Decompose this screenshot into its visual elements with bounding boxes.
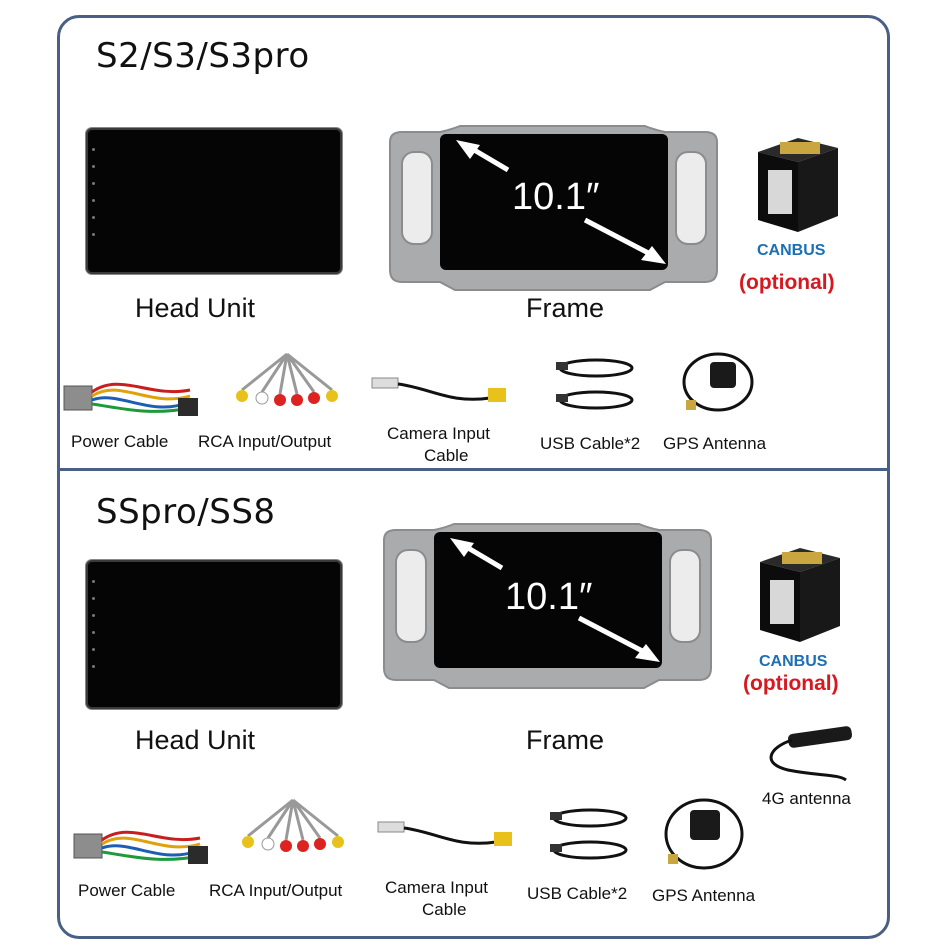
camera-cable-image [371, 377, 506, 402]
4g-antenna-image [769, 726, 853, 782]
rca-cable-image [242, 798, 344, 852]
usb-cable-label: USB Cable*2 [540, 434, 641, 453]
usb-cable-image [550, 808, 628, 860]
usb-cable-image [556, 358, 634, 410]
frame-label: Frame [526, 293, 605, 323]
gps-antenna-image [682, 352, 754, 412]
head-unit-label: Head Unit [135, 725, 256, 755]
screen-size-label: 10.1″ [512, 176, 600, 218]
canbus-label: CANBUS [759, 653, 828, 670]
rca-label: RCA Input/Output [209, 881, 343, 900]
gps-antenna-label: GPS Antenna [663, 434, 767, 453]
gps-antenna-image [664, 798, 744, 870]
frame-label: Frame [526, 725, 605, 755]
head-unit-label: Head Unit [135, 293, 256, 323]
camera-cable-label-line1: Camera Input [387, 424, 490, 443]
camera-cable-label-line2: Cable [424, 446, 469, 465]
power-cable-image [63, 382, 198, 416]
package-title: S2/S3/S3pro [96, 36, 310, 76]
package-title: SSpro/SS8 [96, 492, 276, 532]
rca-label: RCA Input/Output [198, 432, 332, 451]
power-cable-label: Power Cable [78, 881, 176, 900]
rca-cable-image [236, 352, 338, 406]
power-cable-label: Power Cable [71, 432, 169, 451]
power-cable-image [73, 830, 208, 864]
section-divider [57, 468, 890, 471]
canbus-label: CANBUS [757, 242, 826, 259]
camera-cable-label-line1: Camera Input [385, 878, 488, 897]
optional-label: (optional) [743, 672, 839, 695]
canbus-box-image [760, 548, 840, 642]
canbus-box-image [758, 138, 838, 232]
optional-label: (optional) [739, 271, 835, 294]
head-unit-image [86, 560, 342, 709]
head-unit-image [86, 128, 342, 274]
camera-cable-label-line2: Cable [422, 900, 467, 919]
frame-image [383, 523, 712, 689]
gps-antenna-label: GPS Antenna [652, 886, 756, 905]
camera-cable-image [377, 821, 512, 846]
4g-antenna-label: 4G antenna [762, 789, 851, 808]
screen-size-label: 10.1″ [505, 576, 593, 618]
usb-cable-label: USB Cable*2 [527, 884, 628, 903]
frame-image [389, 125, 718, 291]
